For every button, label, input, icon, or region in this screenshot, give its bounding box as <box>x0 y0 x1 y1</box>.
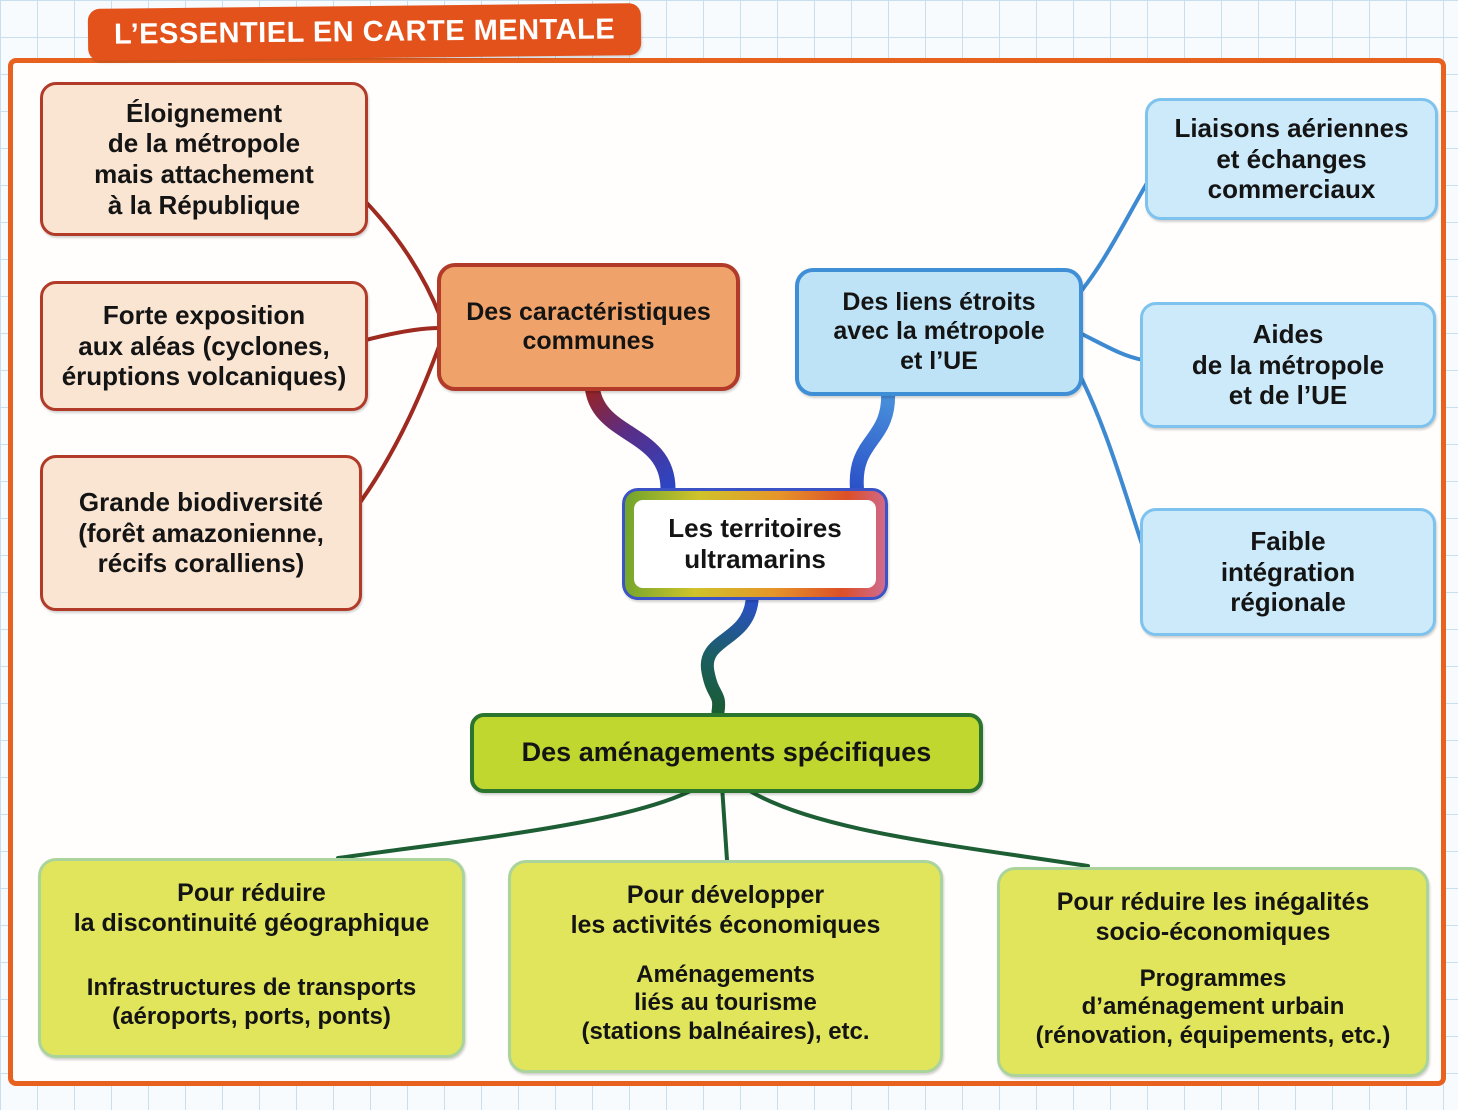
goal-title: Pour réduire les inégalités socio-économ… <box>1056 888 1370 946</box>
node-hazards-exposure: Forte exposition aux aléas (cyclones, ér… <box>40 281 368 411</box>
connector-link-3 <box>1070 358 1147 555</box>
goal-body: Aménagements liés au tourisme (stations … <box>581 961 870 1045</box>
connector-characteristics-center <box>584 377 676 497</box>
node-center-label: Les territoires ultramarins <box>634 500 876 588</box>
connector-goal-2 <box>720 784 729 862</box>
connector-links-center <box>849 383 896 496</box>
goal-body: Infrastructures de transports (aéroports… <box>86 974 417 1030</box>
section-banner-label: L’ESSENTIEL EN CARTE MENTALE <box>113 12 616 51</box>
connector-center-amenagements <box>700 594 759 719</box>
node-goal-economic-activities: Pour développer les activités économique… <box>508 860 943 1073</box>
connector-char-1 <box>358 194 442 318</box>
node-amenagements-specifiques: Des aménagements spécifiques <box>470 713 983 793</box>
goal-title: Pour réduire la discontinuité géographiq… <box>73 879 430 937</box>
connector-goal-1 <box>336 784 702 860</box>
node-distance-republic: Éloignement de la métropole mais attache… <box>40 82 368 236</box>
node-weak-regional-integration: Faible intégration régionale <box>1140 508 1436 636</box>
section-banner: L’ESSENTIEL EN CARTE MENTALE <box>87 3 642 61</box>
node-air-links-trade: Liaisons aériennes et échanges commercia… <box>1145 98 1438 220</box>
node-center-territoires-ultramarins: Les territoires ultramarins <box>622 488 888 600</box>
goal-body: Programmes d’aménagement urbain (rénovat… <box>1035 965 1391 1049</box>
connector-link-2 <box>1074 329 1145 362</box>
connector-char-3 <box>354 339 443 510</box>
goal-title: Pour développer les activités économique… <box>570 881 881 939</box>
node-characteristics: Des caractéristiques communes <box>437 263 740 391</box>
node-goal-socioeconomic-inequalities: Pour réduire les inégalités socio-économ… <box>997 867 1429 1077</box>
connector-goal-3 <box>740 784 1090 868</box>
connector-char-2 <box>360 326 442 343</box>
node-goal-geographic-discontinuity: Pour réduire la discontinuité géographiq… <box>38 858 465 1058</box>
connector-link-1 <box>1070 176 1152 304</box>
node-aid-metropole-ue: Aides de la métropole et de l’UE <box>1140 302 1436 428</box>
node-links-metropole-ue: Des liens étroits avec la métropole et l… <box>795 268 1083 396</box>
node-biodiversity: Grande biodiversité (forêt amazonienne, … <box>40 455 362 611</box>
